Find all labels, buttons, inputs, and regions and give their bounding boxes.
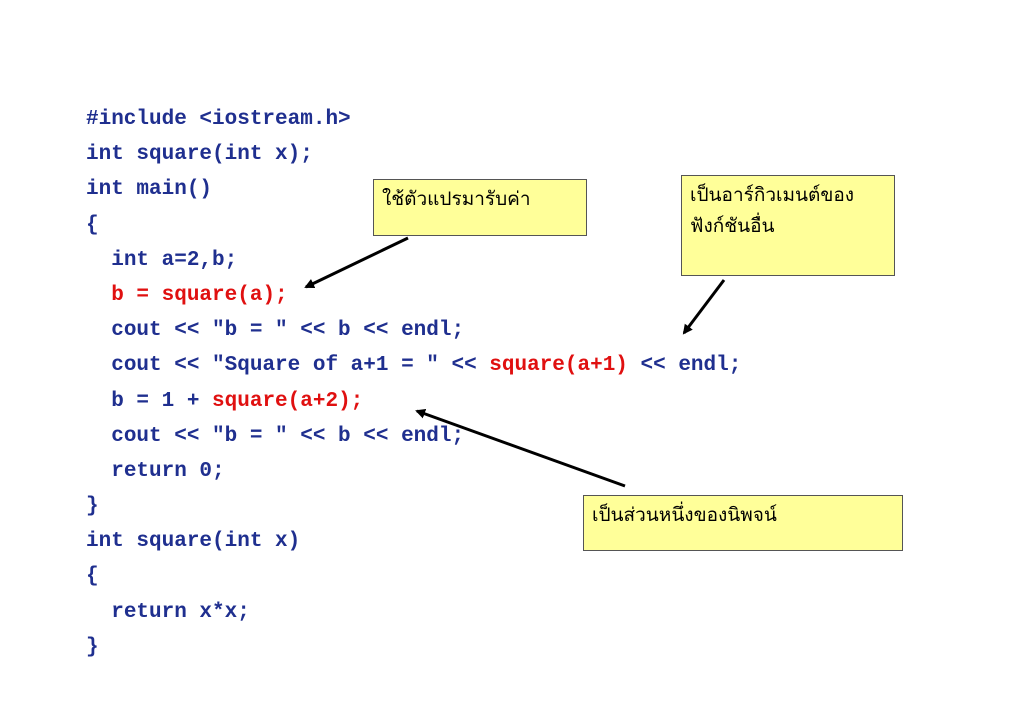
code-text: int main() — [86, 178, 213, 202]
arrow-to-assignment — [304, 236, 409, 289]
arrow-to-expression-call — [415, 409, 626, 488]
code-text: b = 1 + — [111, 389, 213, 413]
code-line: { — [86, 559, 741, 594]
callout-argument-line2: ฟังก์ชันอื่น — [690, 215, 775, 237]
code-text: cout << "b = " << b << endl; — [111, 424, 465, 448]
code-line: b = square(a); — [86, 278, 741, 313]
code-text: return x*x; — [111, 600, 250, 624]
code-line: } — [86, 630, 741, 665]
code-line: int square(int x) — [86, 524, 741, 559]
code-highlight: square(a+1) — [489, 354, 628, 378]
callout-expression: เป็นส่วนหนึ่งของนิพจน์ — [583, 495, 903, 551]
callout-expression-text: เป็นส่วนหนึ่งของนิพจน์ — [592, 504, 777, 526]
code-text: cout << "b = " << b << endl; — [111, 319, 465, 343]
callout-variable: ใช้ตัวแปรมารับค่า — [373, 179, 587, 236]
code-line: int main() — [86, 172, 741, 207]
callout-argument-line1: เป็นอาร์กิวเมนต์ของ — [690, 184, 855, 206]
callout-argument: เป็นอาร์กิวเมนต์ของ ฟังก์ชันอื่น — [681, 175, 895, 276]
callout-variable-text: ใช้ตัวแปรมารับค่า — [382, 188, 531, 210]
code-text: { — [86, 213, 99, 237]
code-line: b = 1 + square(a+2); — [86, 384, 741, 419]
code-highlight: b = square(a); — [111, 283, 288, 307]
code-text: int square(int x); — [86, 143, 313, 167]
code-line: int square(int x); — [86, 137, 741, 172]
code-text: return 0; — [111, 459, 225, 483]
code-line: } — [86, 489, 741, 524]
code-listing: #include <iostream.h> int square(int x); i… — [86, 102, 741, 665]
code-text: } — [86, 635, 99, 659]
code-line: cout << "b = " << b << endl; — [86, 313, 741, 348]
code-text: int a=2,b; — [111, 248, 238, 272]
code-line: #include <iostream.h> — [86, 102, 741, 137]
code-line: cout << "b = " << b << endl; — [86, 419, 741, 454]
code-text: int square(int x) — [86, 530, 301, 554]
code-text: << endl; — [627, 354, 742, 378]
code-line: return 0; — [86, 454, 741, 489]
code-highlight: square(a+2); — [212, 389, 364, 413]
code-text: #include <iostream.h> — [86, 108, 351, 131]
code-text: { — [86, 565, 99, 589]
code-line: int a=2,b; — [86, 243, 741, 278]
arrow-to-argument-call — [682, 279, 726, 335]
code-line: cout << "Square of a+1 = " << square(a+1… — [86, 348, 741, 383]
code-text: cout << "Square of a+1 = " << — [111, 354, 490, 378]
code-line: { — [86, 208, 741, 243]
code-text: } — [86, 495, 99, 519]
code-line: return x*x; — [86, 595, 741, 630]
